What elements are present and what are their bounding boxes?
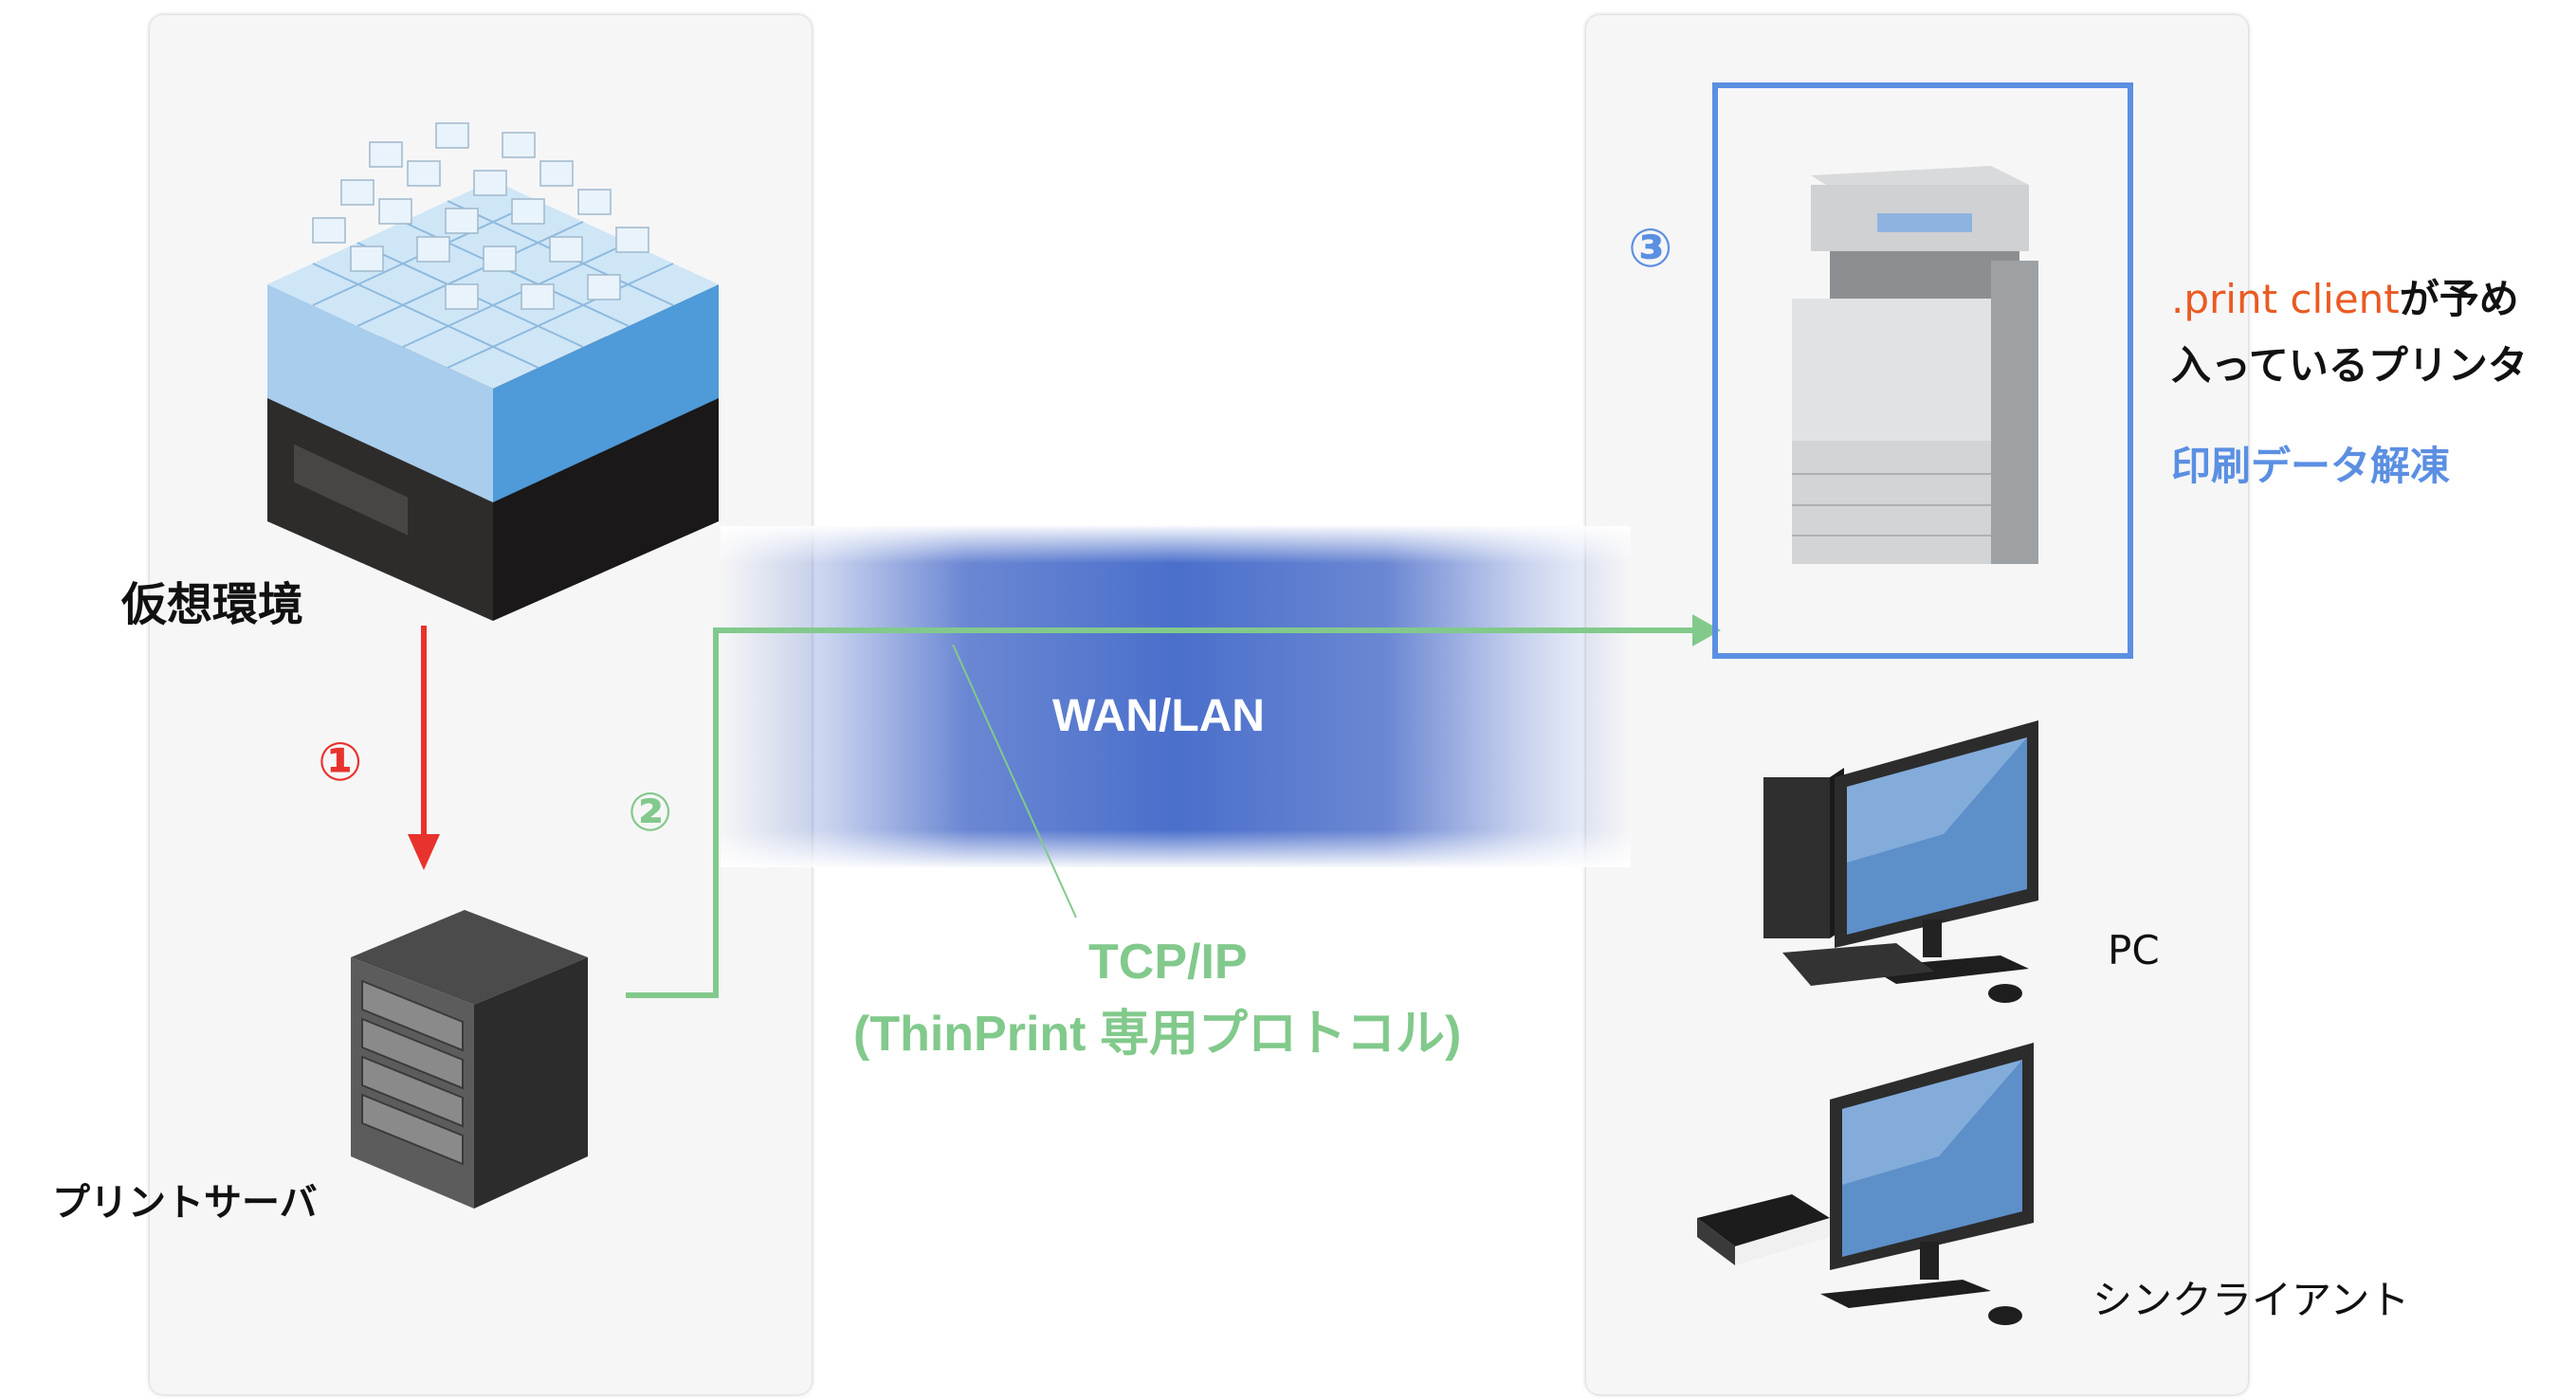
printer-note-rest: が予め (2399, 276, 2519, 322)
step2-number: ② (628, 782, 673, 844)
printer-note-line2: 入っているプリンタ (2171, 342, 2528, 389)
desktop-pc-icon (1763, 720, 2038, 1003)
thin-client-label: シンクライアント (2092, 1277, 2410, 1323)
pc-label: PC (2108, 927, 2160, 973)
network-band (721, 526, 1631, 867)
protocol-line1: TCP/IP (1088, 935, 1248, 990)
step2-arrow (626, 614, 1721, 998)
virtual-env-label: 仮想環境 (121, 578, 304, 631)
print-client-highlight: .print client (2171, 276, 2400, 322)
printer-highlight-frame (1712, 82, 2133, 659)
step1-arrow (408, 626, 440, 870)
print-server-label: プリントサーバ (52, 1181, 318, 1225)
rack-server-icon (351, 910, 588, 1209)
printer-function-label: 印刷データ解凍 (2171, 443, 2451, 489)
thin-client-icon (1697, 1043, 2034, 1325)
protocol-line2: (ThinPrint 専用プロトコル) (853, 1007, 1462, 1062)
step3-number: ③ (1628, 218, 1673, 280)
virtualization-server-icon (267, 122, 719, 621)
multifunction-printer-icon (1792, 166, 2038, 564)
network-label: WAN/LAN (1052, 691, 1265, 741)
printer-note-line1: .print clientが予め (2171, 267, 2519, 325)
step1-number: ① (318, 732, 363, 793)
